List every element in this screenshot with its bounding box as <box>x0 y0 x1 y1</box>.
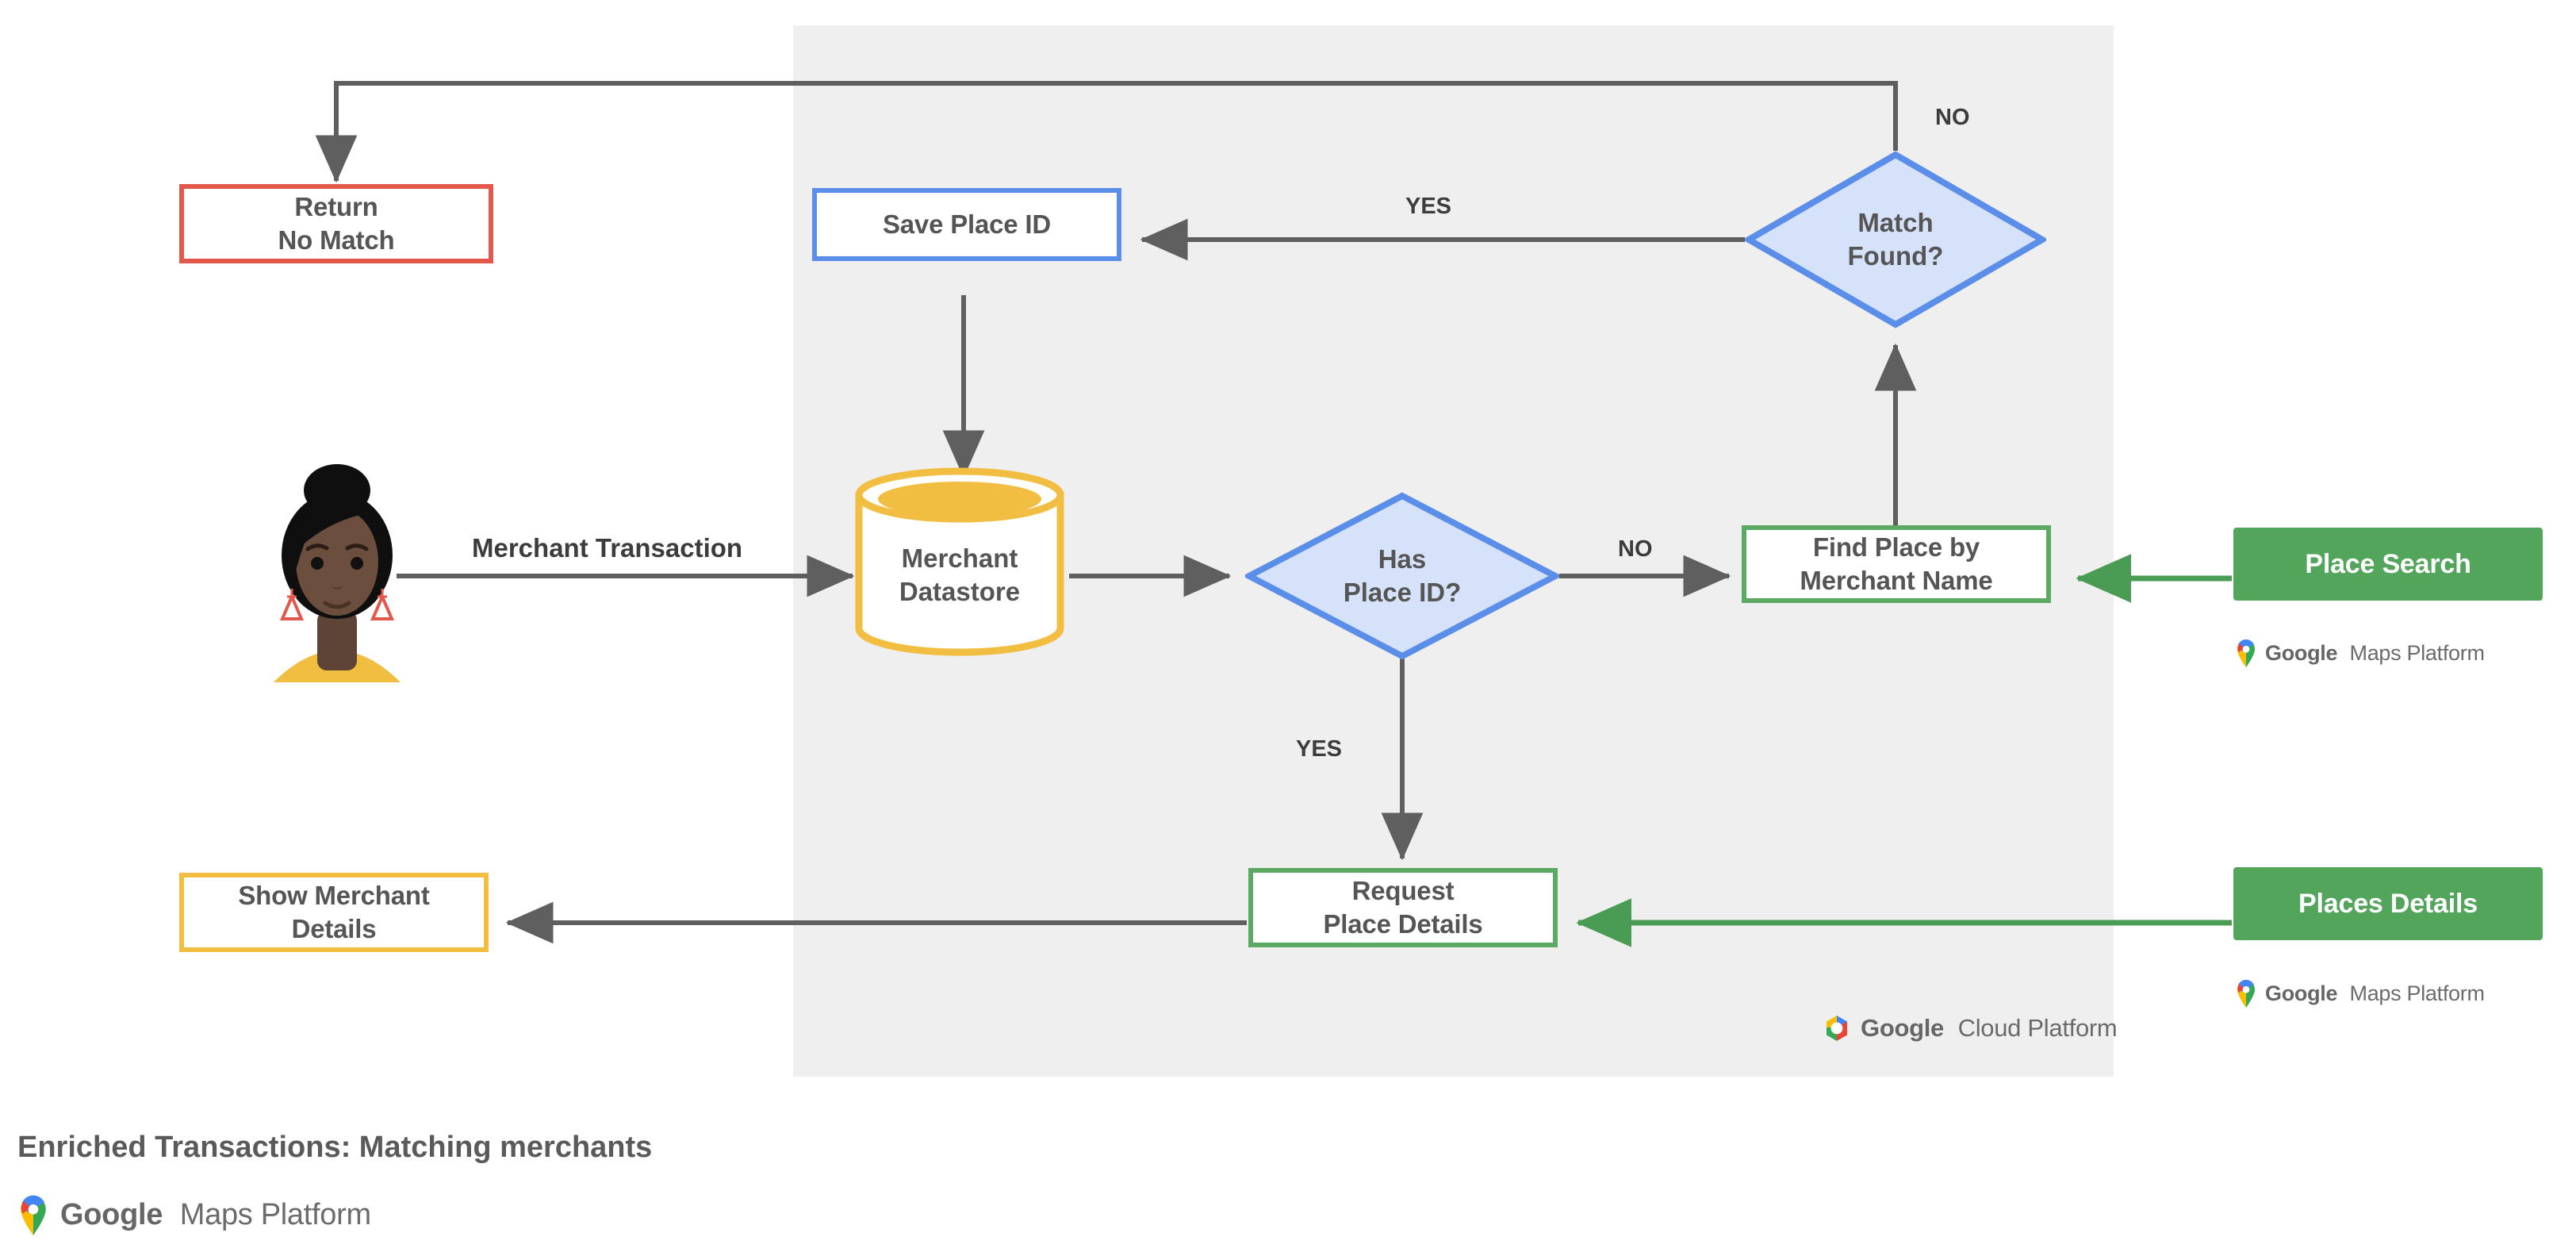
node-return-no-match-line1: Return <box>294 192 378 222</box>
node-show-merchant-details[interactable]: Show Merchant Details <box>179 873 489 952</box>
node-places-details[interactable]: Places Details <box>2233 867 2543 940</box>
edge-label-merchant-transaction: Merchant Transaction <box>472 533 743 563</box>
edge-label-has-place-id-no: NO <box>1618 536 1653 562</box>
node-match-found[interactable]: Match Found? <box>1742 151 2049 328</box>
places-details-logo-brand: Google <box>2265 981 2338 1005</box>
places-details-logo-text: Google Maps Platform <box>2265 981 2485 1006</box>
gcp-logo-brand: Google <box>1861 1014 1944 1042</box>
footer-maps-platform-logo: Google Maps Platform <box>17 1194 371 1235</box>
google-maps-pin-icon <box>2237 980 2255 1008</box>
place-search-logo-brand: Google <box>2265 640 2338 665</box>
node-place-search-label: Place Search <box>2305 548 2471 579</box>
page-title: Enriched Transactions: Matching merchant… <box>17 1131 653 1164</box>
google-cloud-platform-logo: Google Cloud Platform <box>1821 1014 2118 1043</box>
node-find-place-by-merchant-name[interactable]: Find Place by Merchant Name <box>1742 525 2051 603</box>
node-return-no-match[interactable]: Return No Match <box>179 184 493 263</box>
node-merchant-datastore[interactable]: Merchant Datastore <box>853 467 1067 657</box>
google-maps-pin-icon <box>2237 639 2255 667</box>
node-has-place-id[interactable]: Has Place ID? <box>1242 492 1562 660</box>
gcp-logo-text: Google Cloud Platform <box>1861 1014 2118 1043</box>
footer-logo-brand: Google <box>60 1197 163 1231</box>
place-search-logo-product: Maps Platform <box>2349 640 2485 665</box>
node-places-details-label: Places Details <box>2298 888 2478 919</box>
node-find-place-line1: Find Place by <box>1812 532 1980 563</box>
edge-label-match-found-yes: YES <box>1405 194 1452 219</box>
places-details-maps-platform-logo: Google Maps Platform <box>2235 979 2485 1008</box>
node-show-merchant-details-line1: Show Merchant <box>238 881 430 911</box>
footer-logo-text: Google Maps Platform <box>60 1198 371 1232</box>
google-maps-pin-icon <box>21 1195 46 1235</box>
places-details-logo-product: Maps Platform <box>2349 981 2485 1005</box>
gcp-logo-product: Cloud Platform <box>1957 1014 2118 1042</box>
edge-label-has-place-id-yes: YES <box>1296 736 1343 762</box>
node-place-search[interactable]: Place Search <box>2233 528 2543 601</box>
node-request-place-details[interactable]: Request Place Details <box>1248 868 1558 947</box>
node-show-merchant-details-line2: Details <box>291 914 377 943</box>
node-save-place-id[interactable]: Save Place ID <box>812 188 1121 261</box>
place-search-maps-platform-logo: Google Maps Platform <box>2235 639 2485 667</box>
place-search-logo-text: Google Maps Platform <box>2265 641 2485 666</box>
node-return-no-match-line2: No Match <box>278 225 395 255</box>
node-request-place-details-line2: Place Details <box>1323 909 1483 939</box>
google-cloud-hexagon-icon <box>1827 1016 1847 1041</box>
node-find-place-line2: Merchant Name <box>1800 566 1993 595</box>
edge-label-match-found-no: NO <box>1935 105 1970 130</box>
node-request-place-details-line1: Request <box>1351 876 1455 906</box>
node-save-place-id-label: Save Place ID <box>882 209 1052 240</box>
footer-logo-product: Maps Platform <box>179 1197 371 1231</box>
customer-avatar <box>262 460 412 682</box>
